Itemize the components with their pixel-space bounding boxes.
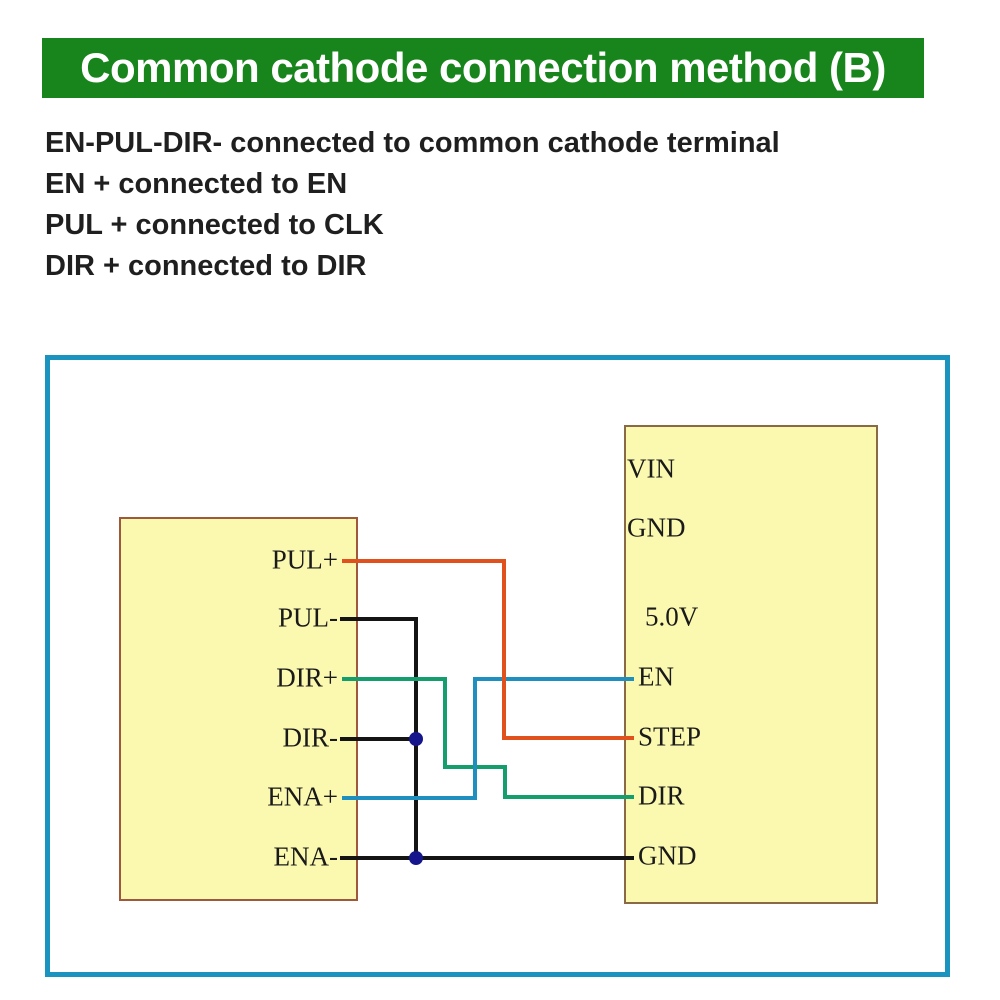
pin-label-step: STEP <box>638 721 702 752</box>
note-line: DIR + connected to DIR <box>45 250 367 282</box>
pin-label-ena-plus: ENA+ <box>267 781 338 812</box>
pin-label-5v: 5.0V <box>645 601 699 632</box>
page-title: Common cathode connection method (B) <box>80 44 886 91</box>
pin-label-pul-plus: PUL+ <box>271 544 338 575</box>
pin-label-vin: VIN <box>627 453 675 484</box>
note-line: PUL + connected to CLK <box>45 209 384 241</box>
wire-pul-plus-to-step <box>342 559 634 740</box>
wire-ena-plus-to-en <box>342 677 634 800</box>
controller-box <box>624 425 878 904</box>
junction-dot <box>409 851 423 865</box>
diagram-frame <box>45 355 950 977</box>
title-banner: Common cathode connection method (B) <box>42 38 924 98</box>
wire-pul-minus-common <box>340 617 418 858</box>
pin-label-dir-minus: DIR- <box>282 722 339 753</box>
pin-label-pul-minus: PUL- <box>278 602 338 633</box>
connection-notes: EN-PUL-DIR- connected to common cathode … <box>45 123 780 287</box>
junction-dot <box>409 732 423 746</box>
pin-label-dir: DIR <box>638 780 685 811</box>
pin-label-dir-plus: DIR+ <box>276 662 338 693</box>
pin-label-ena-minus: ENA- <box>273 841 338 872</box>
note-line: EN + connected to EN <box>45 168 348 200</box>
pin-label-gnd-top: GND <box>627 512 686 543</box>
note-line: EN-PUL-DIR- connected to common cathode … <box>45 127 780 159</box>
driver-box <box>119 517 358 901</box>
pin-label-gnd-bottom: GND <box>638 840 697 871</box>
pin-label-en: EN <box>638 661 674 692</box>
